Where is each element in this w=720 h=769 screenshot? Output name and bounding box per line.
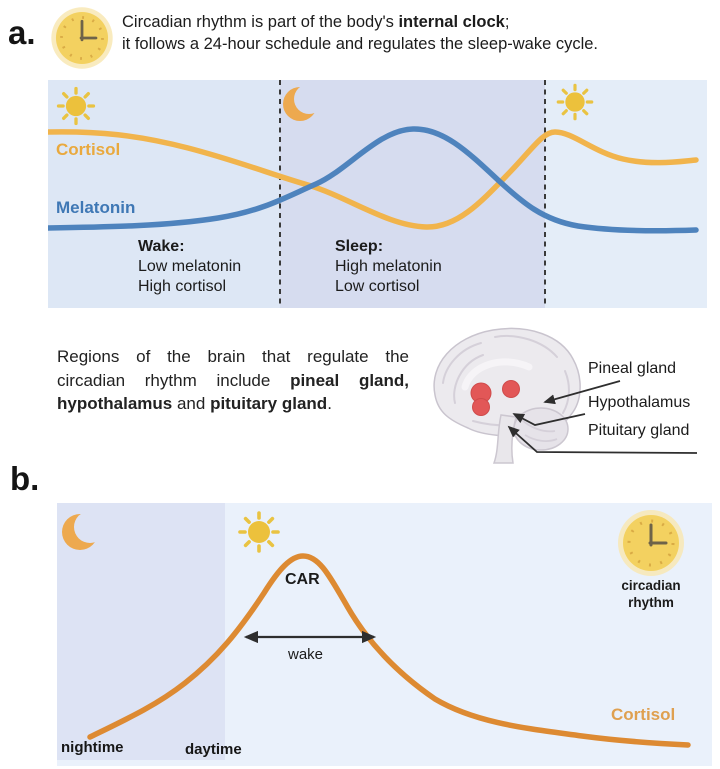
circadian-rhythm-caption: circadian rhythm	[621, 578, 681, 610]
nighttime-label: nightime	[61, 739, 124, 756]
sun-icon	[556, 83, 594, 121]
car-peak-label: CAR	[285, 571, 320, 588]
hypothalamus-label: Hypothalamus	[588, 394, 691, 411]
sun-icon	[238, 511, 280, 553]
clock-icon	[616, 508, 686, 578]
sleep-annotation: Sleep: High melatonin Low cortisol	[335, 238, 442, 295]
melatonin-curve	[48, 126, 699, 234]
caption-line-2: it follows a 24-hour schedule and regula…	[122, 35, 599, 53]
car-curve-svg	[62, 508, 691, 748]
daytime-label: daytime	[185, 741, 242, 758]
label-pointer-lines	[507, 380, 698, 454]
cortisol-curve-label: Cortisol	[56, 140, 121, 159]
sleep-region	[280, 80, 545, 308]
cortisol-curve	[48, 129, 699, 230]
hormone-curves-svg	[48, 80, 699, 308]
panel-b-label: b.	[10, 460, 40, 497]
brain-illustration	[433, 327, 698, 464]
wake-annotation: Wake: Low melatonin High cortisol	[138, 238, 242, 295]
caption-line-1: Circadian rhythm is part of the body's i…	[122, 13, 510, 31]
cortisol-car-curve	[87, 553, 691, 748]
pituitary-pointer-line	[507, 425, 698, 454]
moon-icon	[283, 84, 324, 121]
panel-a-label: a.	[8, 14, 36, 51]
hypothalamus-pointer-line	[512, 413, 586, 426]
hormone-cycle-chart: Cortisol Melatonin Wake: Low melatonin H…	[48, 80, 707, 308]
wake-region-right	[545, 80, 707, 308]
moon-icon	[62, 511, 106, 550]
pineal-pointer-line	[543, 380, 621, 405]
sun-icon	[56, 86, 96, 126]
pineal-gland-label: Pineal gland	[588, 360, 677, 377]
melatonin-curve-label: Melatonin	[56, 198, 136, 217]
wake-arrow-label: wake	[288, 646, 324, 663]
brain-regions-text: Regions of the brain that regulate the c…	[57, 347, 409, 413]
clock-icon	[50, 6, 114, 70]
cortisol-curve-label-b: Cortisol	[611, 705, 676, 724]
pituitary-gland-label: Pituitary gland	[588, 422, 690, 439]
car-chart: CAR wake nightime daytime Cortisol circa…	[57, 503, 712, 766]
panel-a-caption: Circadian rhythm is part of the body's i…	[122, 11, 712, 55]
gland-markers	[470, 380, 520, 416]
